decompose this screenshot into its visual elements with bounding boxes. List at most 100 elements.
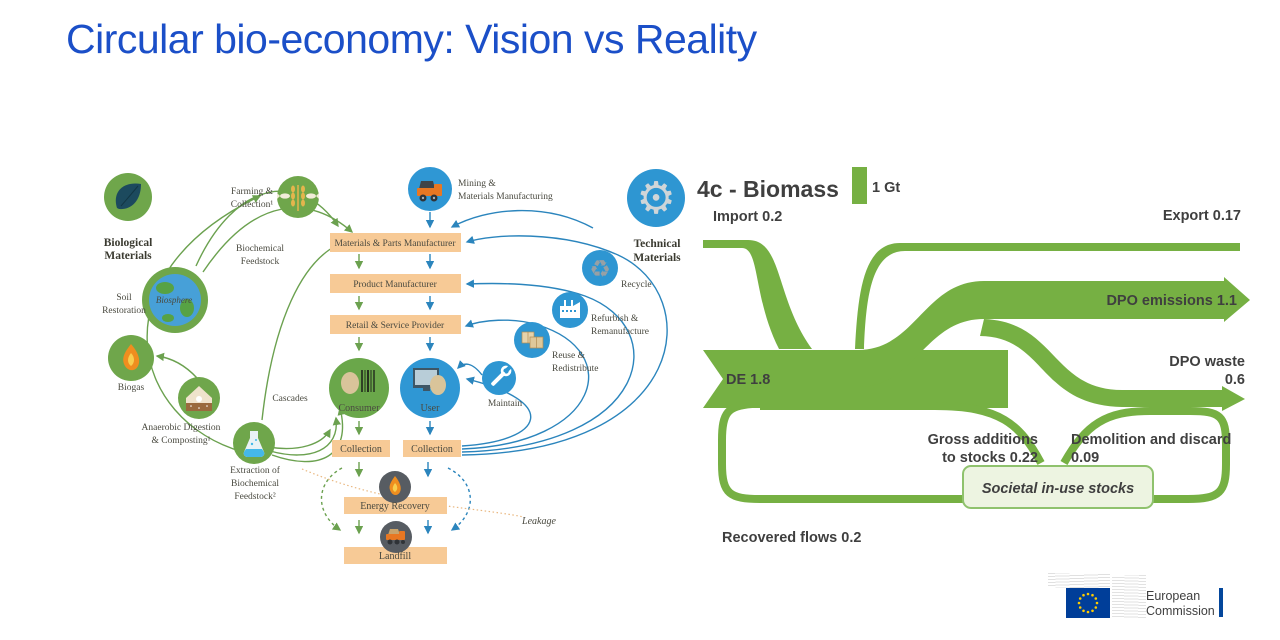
dpo-emissions-label: DPO emissions 1.1 bbox=[1106, 293, 1237, 309]
refurbish-node bbox=[552, 292, 588, 328]
reuse-label-1: Reuse & bbox=[552, 351, 586, 361]
maintain-label: Maintain bbox=[488, 399, 523, 409]
ec-logo-text-line1: European bbox=[1146, 589, 1201, 603]
technical-label-2: Materials bbox=[633, 252, 681, 264]
stocks-box-label: Societal in-use stocks bbox=[982, 481, 1134, 497]
sankey-diagram: 4c - Biomass 1 Gt Import 0.2 Export 0.17… bbox=[697, 167, 1250, 546]
butterfly-labels: Biological Materials Farming & Collectio… bbox=[102, 179, 681, 562]
extraction-label-3: Feedstock² bbox=[234, 492, 276, 502]
gross-additions-label-2: to stocks 0.22 bbox=[942, 450, 1038, 466]
extraction-label-2: Biochemical bbox=[231, 479, 279, 489]
consumer-barcode-icon bbox=[341, 370, 375, 394]
mining-node bbox=[408, 167, 452, 211]
de-label: DE 1.8 bbox=[726, 372, 770, 388]
chain-box-1-label: Materials & Parts Manufacturer bbox=[334, 238, 456, 249]
extraction-node bbox=[233, 422, 275, 464]
composting-icon bbox=[186, 386, 212, 403]
energy-recovery-node bbox=[379, 471, 411, 503]
farming-label-1: Farming & bbox=[231, 187, 274, 197]
gross-additions-label-1: Gross additions bbox=[928, 432, 1038, 448]
biological-label-2: Materials bbox=[104, 250, 152, 262]
import-label: Import 0.2 bbox=[713, 209, 782, 225]
biosphere-label: Biosphere bbox=[156, 295, 192, 305]
dpo-waste-label-1: DPO waste bbox=[1169, 354, 1245, 370]
sankey-labels: 4c - Biomass 1 Gt Import 0.2 Export 0.17… bbox=[697, 176, 1245, 546]
landfill-node bbox=[380, 521, 412, 553]
technical-materials-node: ⚙ bbox=[627, 169, 685, 227]
demolition-label-2: 0.09 bbox=[1071, 450, 1099, 466]
legend-swatch bbox=[852, 167, 867, 204]
eu-flag-icon bbox=[1066, 588, 1110, 618]
collection-right-label: Collection bbox=[411, 444, 453, 455]
butterfly-diagram: Biosphere bbox=[102, 167, 685, 564]
cascades-label: Cascades bbox=[272, 394, 308, 404]
biochemical-label-1: Biochemical bbox=[236, 244, 284, 254]
refurbish-label-1: Refurbish & bbox=[591, 313, 639, 324]
consumer-label: Consumer bbox=[338, 403, 380, 414]
farming-collection-node bbox=[277, 176, 319, 218]
landfill-label: Landfill bbox=[379, 551, 411, 562]
sankey-title: 4c - Biomass bbox=[697, 176, 839, 202]
import-flow bbox=[703, 240, 812, 349]
ec-logo-bar bbox=[1219, 588, 1223, 617]
dpo-emissions-flow bbox=[858, 277, 1250, 387]
blue-flow-arrows bbox=[423, 209, 668, 535]
recovered-label: Recovered flows 0.2 bbox=[722, 530, 861, 546]
factory-icon bbox=[560, 300, 580, 318]
energy-recovery-label: Energy Recovery bbox=[360, 501, 430, 512]
recycle-label: Recycle bbox=[621, 280, 652, 290]
consumer-node: Consumer bbox=[329, 358, 389, 418]
demolition-label-1: Demolition and discard bbox=[1071, 432, 1231, 448]
mining-label-1: Mining & bbox=[458, 179, 496, 189]
dump-truck-icon bbox=[417, 181, 442, 202]
biogas-node bbox=[108, 335, 154, 381]
demolition-flow bbox=[1060, 407, 1190, 465]
biological-label-1: Biological bbox=[104, 237, 153, 249]
ec-logo-text-line2: Commission bbox=[1146, 603, 1215, 618]
biological-materials-node bbox=[104, 173, 152, 221]
leakage-label: Leakage bbox=[521, 516, 556, 527]
anaerobic-label-2: & Composting¹ bbox=[151, 436, 210, 446]
boxes-icon bbox=[521, 331, 544, 349]
dpo-waste-flow bbox=[980, 319, 1245, 411]
biochemical-label-2: Feedstock bbox=[241, 257, 280, 267]
landfill-truck-icon bbox=[386, 529, 405, 545]
mining-label-2: Materials Manufacturing bbox=[458, 191, 553, 202]
ec-logo-streaks-right bbox=[1112, 575, 1146, 618]
user-node: User bbox=[400, 358, 460, 418]
legend-label: 1 Gt bbox=[872, 180, 900, 196]
stocks-box bbox=[962, 465, 1154, 509]
green-flow-arrows bbox=[146, 190, 364, 535]
recycle-node: ♻ bbox=[582, 250, 618, 286]
gear-icon: ⚙ bbox=[636, 173, 675, 224]
chain-box-2-label: Product Manufacturer bbox=[353, 279, 437, 290]
soil-label-1: Soil bbox=[116, 293, 132, 303]
de-main-flow bbox=[703, 350, 1008, 408]
eu-stars bbox=[1077, 592, 1099, 614]
extraction-label-1: Extraction of bbox=[230, 465, 281, 476]
anaerobic-digestion-node bbox=[178, 377, 220, 419]
technical-label-1: Technical bbox=[634, 238, 681, 250]
ec-logo-streaks-left bbox=[1048, 573, 1110, 588]
value-chain-boxes bbox=[330, 233, 461, 564]
dpo-waste-label-2: 0.6 bbox=[1225, 372, 1245, 388]
reuse-node bbox=[514, 322, 550, 358]
soil-label-2: Restoration bbox=[102, 306, 146, 316]
recycle-icon: ♻ bbox=[589, 255, 611, 283]
export-label: Export 0.17 bbox=[1163, 208, 1241, 224]
biogas-label: Biogas bbox=[118, 383, 145, 393]
slide-title: Circular bio-economy: Vision vs Reality bbox=[66, 16, 757, 62]
ec-logo-text: European Commission bbox=[1146, 589, 1215, 619]
wheat-fish-icon bbox=[277, 185, 319, 211]
gross-additions-flow bbox=[760, 402, 1045, 465]
anaerobic-label-1: Anaerobic Digestion bbox=[142, 423, 221, 433]
farming-label-2: Collection¹ bbox=[231, 200, 274, 210]
user-monitor-icon bbox=[413, 368, 446, 395]
maintain-node bbox=[482, 361, 516, 395]
collection-left-label: Collection bbox=[340, 444, 382, 455]
refurbish-label-2: Remanufacture bbox=[591, 326, 649, 337]
chain-box-3-label: Retail & Service Provider bbox=[346, 321, 445, 331]
biosphere-node: Biosphere bbox=[142, 267, 208, 333]
user-label: User bbox=[421, 403, 441, 414]
